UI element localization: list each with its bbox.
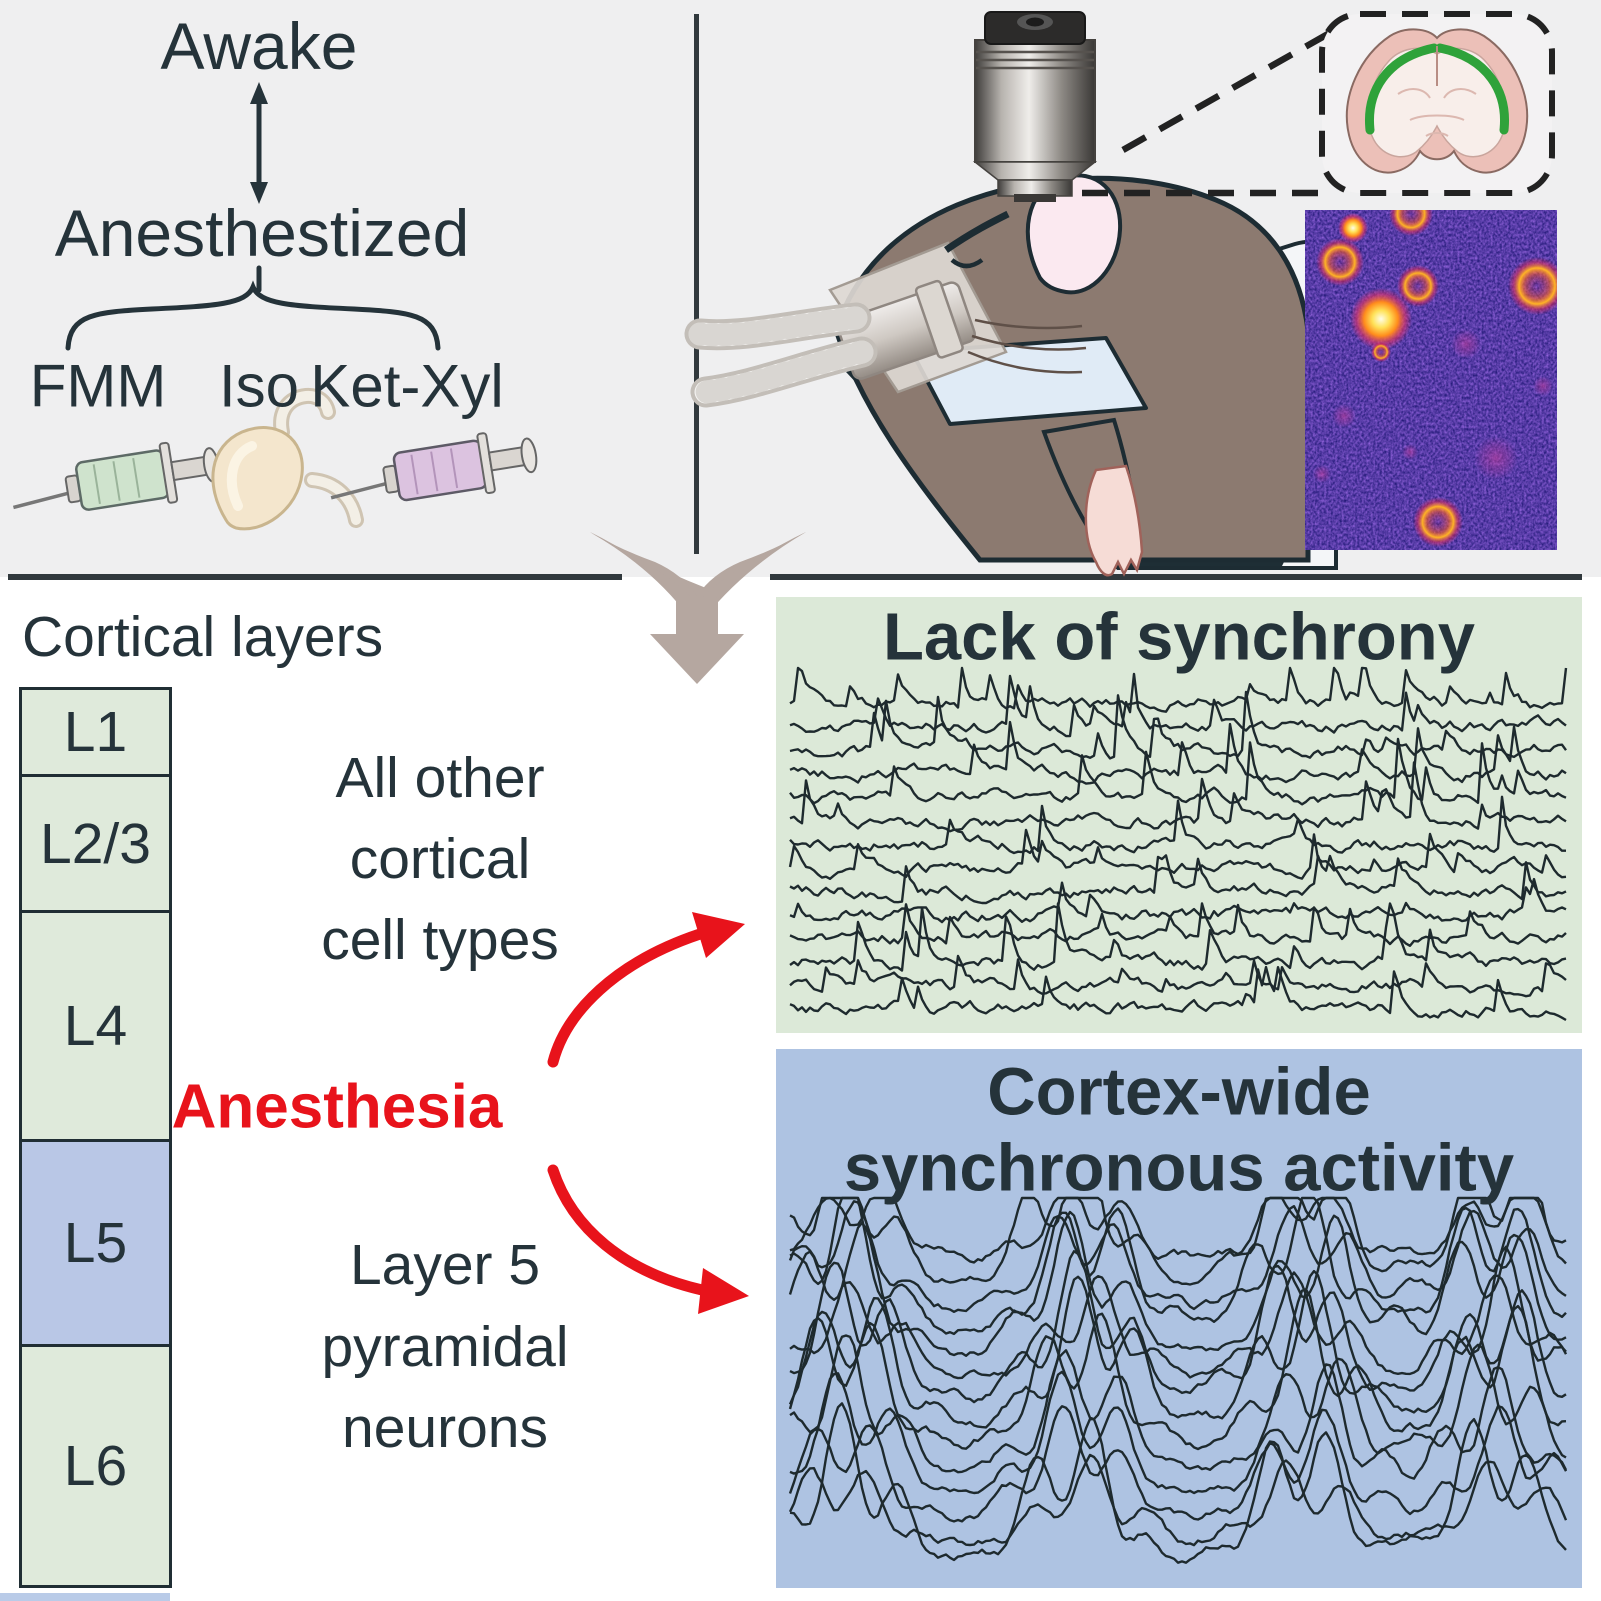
- anesthesia-label: Anesthesia: [171, 1072, 503, 1142]
- other-cells-line2: cortical: [349, 827, 531, 891]
- layer-cell-l6: L6: [22, 1347, 169, 1585]
- horizontal-divider-right: [770, 574, 1582, 580]
- layer5-line3: neurons: [342, 1396, 548, 1460]
- arrow-to-sync: [547, 1164, 708, 1296]
- layer-label-l4: L4: [63, 994, 128, 1058]
- layer-cell-l5: L5: [22, 1142, 169, 1347]
- layer-cell-l23: L2/3: [22, 777, 169, 913]
- layer-label-l5: L5: [63, 1211, 128, 1275]
- sync-panel-title-line1: Cortex-wide: [987, 1054, 1371, 1130]
- cortical-layers-heading: Cortical layers: [22, 605, 384, 669]
- layer5-line1: Layer 5: [349, 1233, 541, 1297]
- drug-label-fmm: FMM: [29, 352, 167, 420]
- layer-label-l23: L2/3: [40, 811, 151, 876]
- other-cells-line3: cell types: [321, 908, 559, 972]
- sync-panel-title-line2: synchronous activity: [843, 1130, 1515, 1206]
- vertical-divider: [694, 14, 699, 554]
- arrow-to-desync: [547, 928, 706, 1068]
- desync-panel-title: Lack of synchrony: [882, 599, 1476, 675]
- layer-label-l1: L1: [63, 700, 128, 764]
- layer5-line2: pyramidal: [321, 1315, 569, 1379]
- other-cells-line1: All other: [335, 746, 545, 810]
- horizontal-divider-left: [8, 574, 622, 580]
- drug-label-ketxyl: Ket-Xyl: [310, 352, 504, 420]
- anesthetized-label: Anesthestized: [54, 196, 470, 270]
- anesthesia-effect-arrows: [547, 912, 749, 1314]
- top-section-background: [0, 0, 1601, 577]
- cortical-layer-column: L1 L2/3 L4 L5 L6: [19, 687, 172, 1588]
- layer-cell-l4: L4: [22, 913, 169, 1142]
- cutoff-blue-cell: [0, 1593, 170, 1601]
- drug-label-iso: Iso: [218, 352, 300, 420]
- layer-cell-l1: L1: [22, 690, 169, 777]
- awake-label: Awake: [160, 9, 358, 83]
- layer-label-l6: L6: [63, 1434, 128, 1498]
